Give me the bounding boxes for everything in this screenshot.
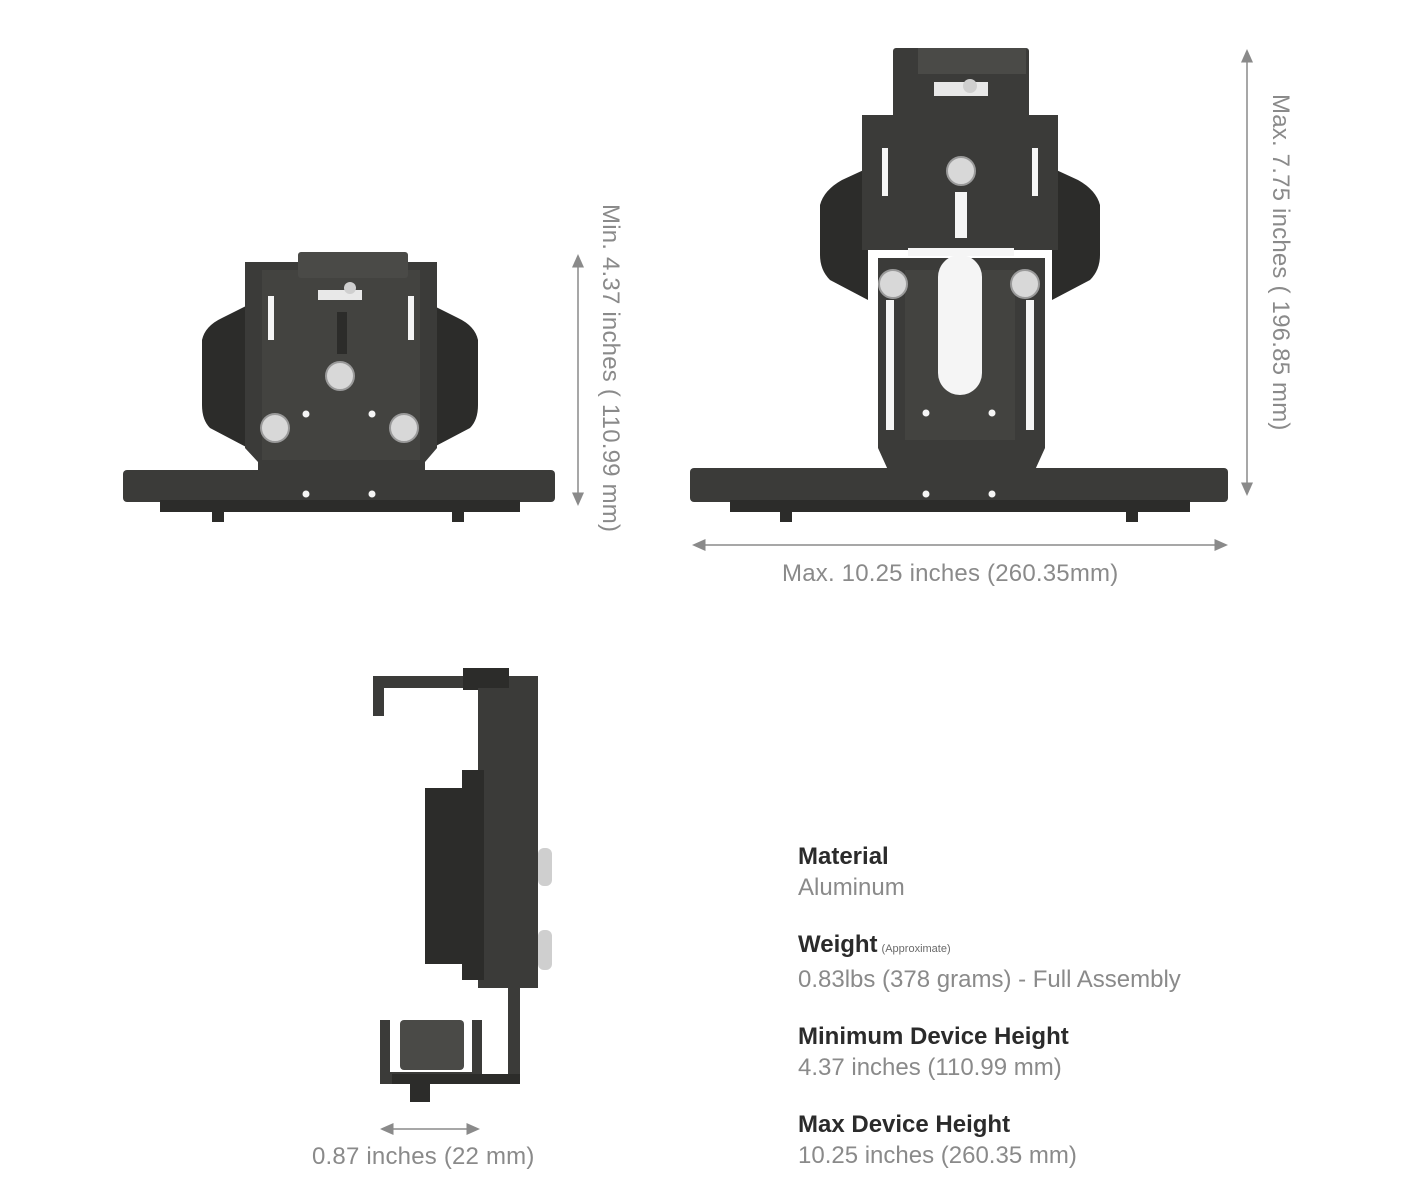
dim-label-max-width: Max. 10.25 inches (260.35mm): [782, 560, 1119, 587]
spec-value: 0.83lbs (378 grams) - Full Assembly: [798, 966, 1181, 993]
spec-title: Minimum Device Height: [798, 1023, 1069, 1050]
holder-collapsed-front: [123, 252, 555, 522]
specs-list: Material Aluminum Weight(Approximate) 0.…: [798, 842, 1358, 1198]
spec-title: Max Device Height: [798, 1111, 1011, 1138]
dim-label-max-height: Max. 7.75 inches ( 196.85 mm): [1267, 94, 1294, 431]
dim-label-min-height: Min. 4.37 inches ( 110.99 mm): [597, 204, 624, 533]
spec-note: (Approximate): [881, 943, 951, 955]
holder-extended-front: [690, 48, 1228, 522]
spec-value: 4.37 inches (110.99 mm): [798, 1054, 1062, 1081]
spec-material: Material Aluminum: [798, 842, 1358, 904]
spec-max-device-height: Max Device Height 10.25 inches (260.35 m…: [798, 1110, 1358, 1172]
dim-label-depth: 0.87 inches (22 mm): [312, 1143, 535, 1170]
spec-min-device-height: Minimum Device Height 4.37 inches (110.9…: [798, 1022, 1358, 1084]
spec-value: Aluminum: [798, 874, 905, 901]
holder-side-profile: [373, 668, 552, 1102]
spec-value: 10.25 inches (260.35 mm): [798, 1142, 1077, 1169]
spec-title: Weight: [798, 931, 878, 958]
spec-weight: Weight(Approximate) 0.83lbs (378 grams) …: [798, 930, 1358, 996]
spec-title: Material: [798, 843, 889, 870]
